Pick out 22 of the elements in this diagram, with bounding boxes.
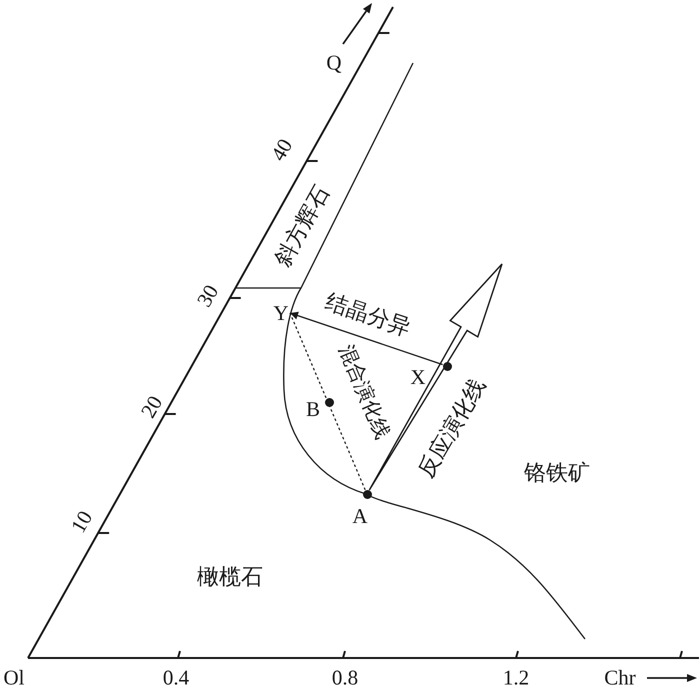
axis-tick-label: 30 <box>194 282 222 310</box>
region-label: 橄榄石 <box>197 566 263 588</box>
axis-label: Ol <box>4 668 24 688</box>
edge-label: 混合演化线 <box>335 342 393 442</box>
point-label: Y <box>272 302 290 324</box>
region-label: 铬铁矿 <box>524 462 590 484</box>
point-label: B <box>304 398 321 420</box>
axis-label: Q <box>326 52 342 74</box>
dashed-line <box>289 312 366 490</box>
axis-tick-label: 1.2 <box>502 668 530 688</box>
axis-tick-label: 10 <box>68 508 96 536</box>
axis-tick-label: 0.4 <box>162 668 190 688</box>
axis-tick-label: 20 <box>138 392 166 422</box>
axis-tick-label: 40 <box>268 136 296 164</box>
arrow <box>290 312 443 366</box>
region-label: 斜方辉石 <box>271 182 333 270</box>
point-label: A <box>351 505 369 527</box>
axis-tick-label: 0.8 <box>332 668 358 688</box>
edge-label: 结晶分异 <box>322 290 414 340</box>
axis-label: Chr <box>604 668 636 688</box>
point-label: X <box>409 366 427 388</box>
hollow-arrow <box>368 263 503 491</box>
